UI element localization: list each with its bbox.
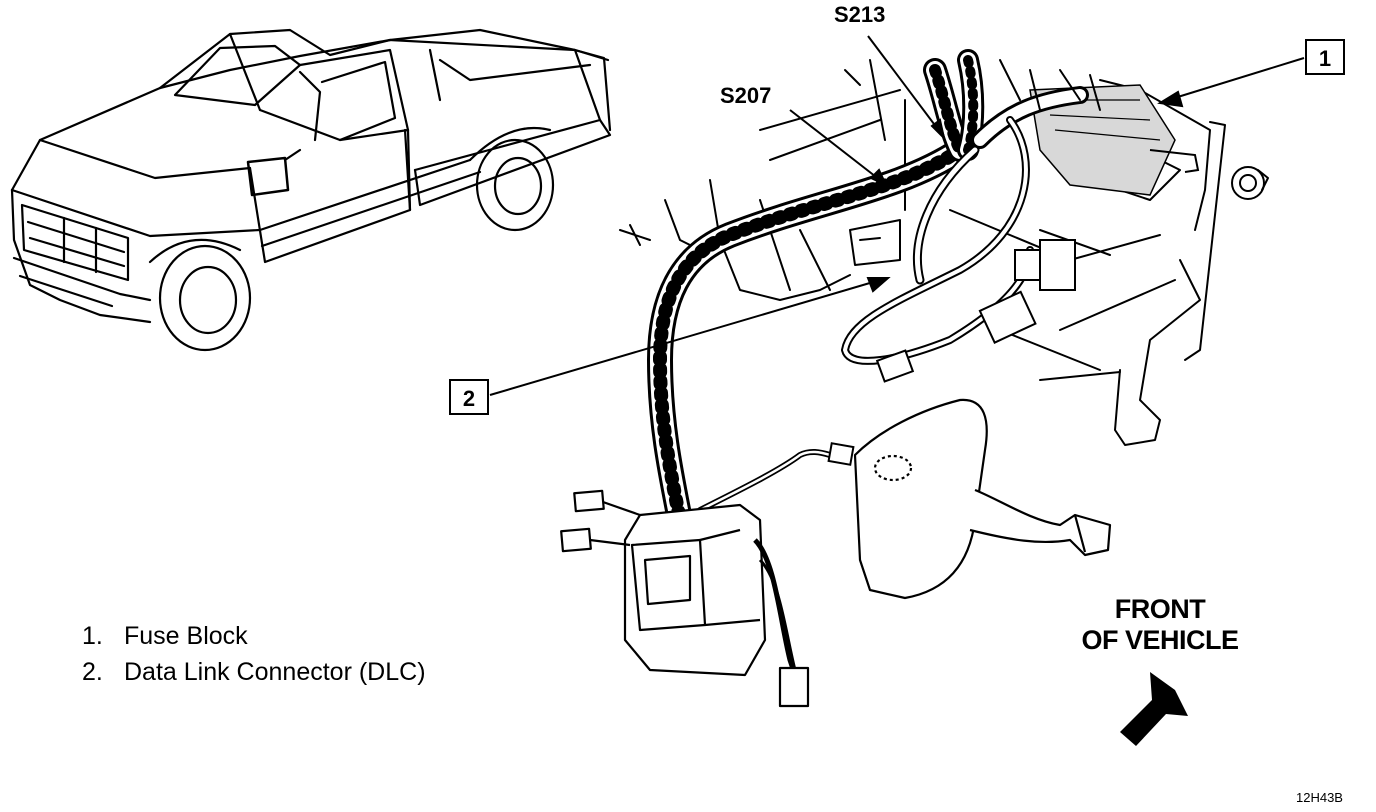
callout-1-arrowhead [1157, 90, 1184, 108]
front-of-vehicle-label: FRONT OF VEHICLE [1060, 594, 1260, 656]
dlc-connector-block [560, 489, 810, 708]
callout-box-2-number: 2 [463, 386, 475, 411]
splice-s213-label: S213 [834, 2, 885, 27]
pedal-assembly [853, 398, 1112, 600]
front-direction-arrow [1120, 672, 1188, 746]
fuse-block-area [1029, 84, 1200, 196]
legend-item-number: 2. [82, 658, 103, 686]
legend-item-fuse-block: 1. Fuse Block [82, 618, 426, 654]
harness-connectors [827, 239, 1076, 466]
truck-illustration [10, 28, 612, 352]
splice-s207-label: S207 [720, 83, 771, 108]
callout-2-arrowhead [866, 277, 891, 293]
front-label-line-1: FRONT [1114, 594, 1206, 624]
s207-arrowhead [869, 168, 889, 188]
callout-box-1: 1 [1305, 39, 1345, 75]
front-label-line-2: OF VEHICLE [1081, 625, 1239, 655]
leader-lines [489, 35, 1305, 396]
legend-item-label: Data Link Connector (DLC) [124, 658, 426, 686]
callout-box-1-number: 1 [1319, 46, 1331, 71]
figure-id: 12H43B [1296, 790, 1343, 805]
legend: 1. Fuse Block 2. Data Link Connector (DLC) [82, 618, 426, 690]
callout-box-2: 2 [449, 379, 489, 415]
legend-item-label: Fuse Block [124, 622, 248, 650]
legend-item-number: 1. [82, 622, 103, 650]
legend-item-dlc: 2. Data Link Connector (DLC) [82, 654, 426, 690]
s213-arrowhead [930, 118, 946, 142]
